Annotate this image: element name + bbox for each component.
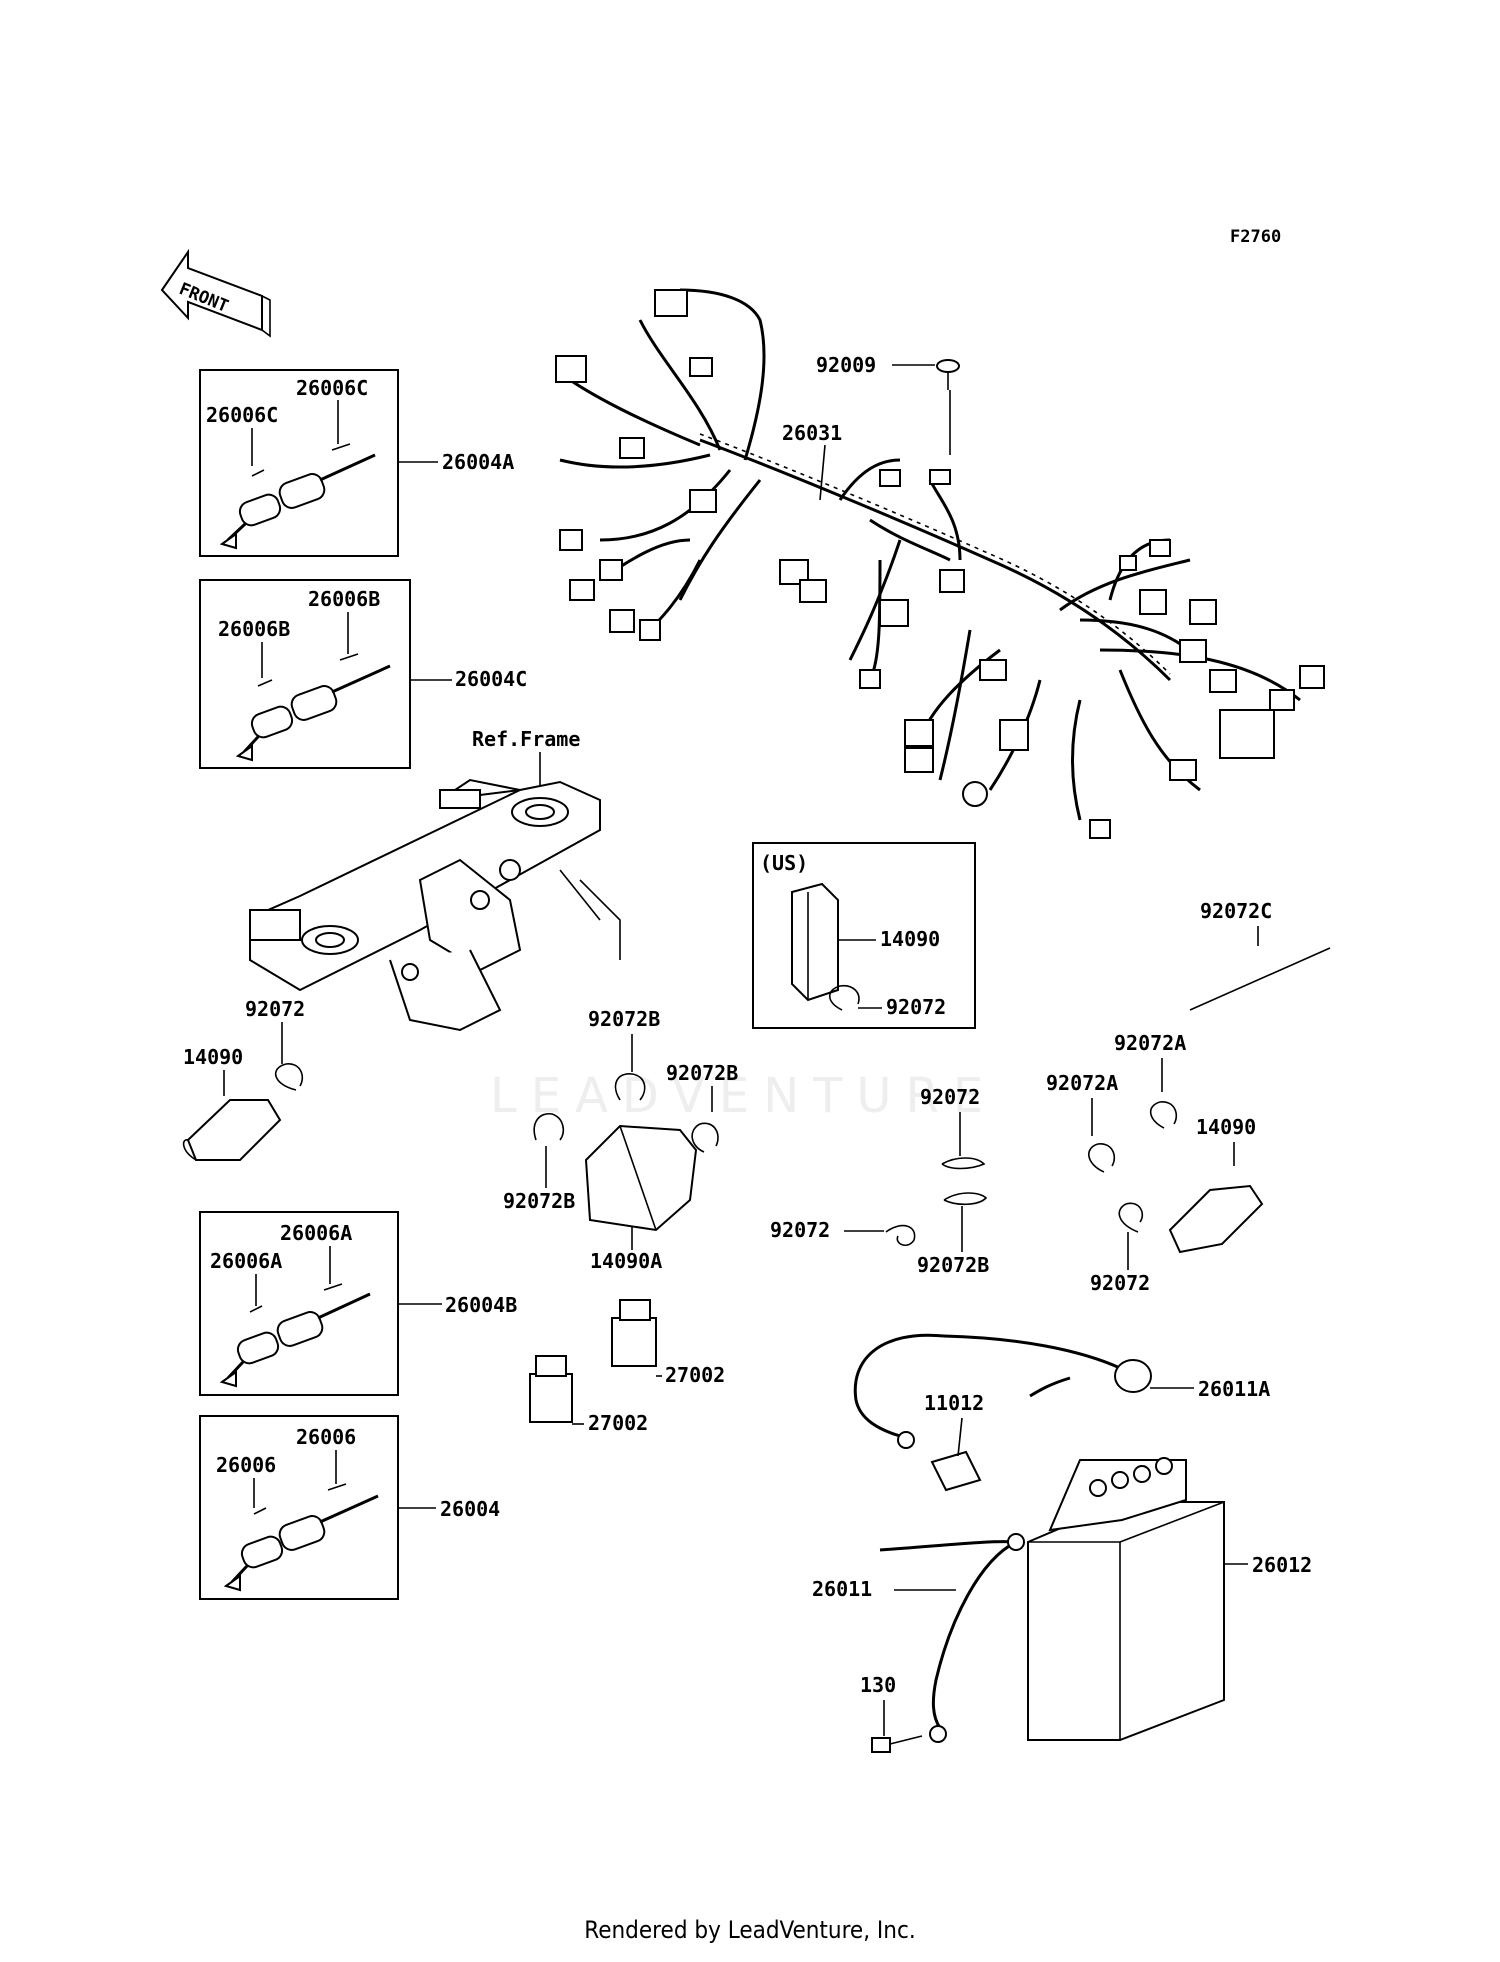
- battery-cable-26011A-icon: [853, 1333, 1152, 1449]
- label-92072B-1: 92072B: [588, 1007, 660, 1031]
- label-26006-b: 26006: [216, 1453, 276, 1477]
- bolt-130-icon: [871, 1735, 923, 1753]
- clip-92072-left-icon: [275, 1063, 304, 1091]
- front-arrow-icon: FRONT: [160, 248, 271, 338]
- label-26011A: 26011A: [1198, 1377, 1270, 1401]
- label-92009: 92009: [816, 353, 876, 377]
- cover-14090-us-icon: [791, 882, 839, 1002]
- fuse-holder-26004B-icon: [219, 1283, 371, 1388]
- frame-icon: [249, 778, 621, 1032]
- clip-92072-mid2-icon: [885, 1224, 916, 1247]
- label-92072A-1: 92072A: [1114, 1031, 1186, 1055]
- clip-92072-right-icon: [1118, 1202, 1144, 1233]
- label-26004C: 26004C: [455, 667, 527, 691]
- label-92072A-2: 92072A: [1046, 1071, 1118, 1095]
- clip-92072-us-icon: [828, 984, 860, 1011]
- label-26006B-a: 26006B: [308, 587, 380, 611]
- label-26006C-b: 26006C: [206, 403, 278, 427]
- clip-92072A-1-icon: [1149, 1101, 1178, 1129]
- label-27002-b: 27002: [588, 1411, 648, 1435]
- box-26004A: [199, 369, 399, 557]
- label-92072-mid2: 92072: [770, 1218, 830, 1242]
- label-26006-a: 26006: [296, 1425, 356, 1449]
- box-us: [752, 842, 976, 1029]
- label-26006B-b: 26006B: [218, 617, 290, 641]
- battery-26012-icon: [1027, 1457, 1225, 1741]
- main-harness: [555, 288, 1325, 839]
- box-26004C: [199, 579, 411, 769]
- label-14090-left: 14090: [183, 1045, 243, 1069]
- clip-92072B-4-icon: [943, 1192, 988, 1206]
- label-92072-left: 92072: [245, 997, 305, 1021]
- label-26006A-b: 26006A: [210, 1249, 282, 1273]
- cover-14090-left-icon: [182, 1099, 282, 1161]
- cover-14090-right-icon: [1168, 1184, 1264, 1254]
- ref-frame-label: Ref.Frame: [472, 727, 580, 751]
- label-26012: 26012: [1252, 1553, 1312, 1577]
- clip-92072B-3-icon: [533, 1113, 565, 1141]
- label-26006C-a: 26006C: [296, 376, 368, 400]
- clip-92072-mid1-icon: [941, 1157, 986, 1170]
- footer-credit: Rendered by LeadVenture, Inc.: [584, 1916, 916, 1944]
- tie-92072C-icon: [1189, 947, 1331, 1011]
- clip-92072B-2-icon: [691, 1122, 719, 1153]
- label-130: 130: [860, 1673, 896, 1697]
- fuse-holder-26004A-icon: [219, 443, 376, 550]
- us-label: (US): [760, 851, 808, 875]
- label-11012: 11012: [924, 1391, 984, 1415]
- cover-14090A-icon: [584, 1124, 698, 1232]
- label-26004A: 26004A: [442, 450, 514, 474]
- clip-92072B-1-icon: [614, 1073, 646, 1101]
- label-92072B-4: 92072B: [917, 1253, 989, 1277]
- terminal-cap-11012-icon: [930, 1450, 982, 1492]
- label-26004: 26004: [440, 1497, 500, 1521]
- label-92072B-3: 92072B: [503, 1189, 575, 1213]
- label-14090A: 14090A: [590, 1249, 662, 1273]
- screw-92009-icon: [936, 359, 960, 390]
- label-27002-a: 27002: [665, 1363, 725, 1387]
- clip-92072A-2-icon: [1088, 1143, 1116, 1173]
- label-92072-us: 92072: [886, 995, 946, 1019]
- label-92072-mid1: 92072: [920, 1085, 980, 1109]
- label-26031: 26031: [782, 421, 842, 445]
- fuse-holder-26004C-icon: [235, 653, 391, 762]
- fuse-holder-26004-icon: [223, 1483, 379, 1592]
- watermark: LEADVENTURE: [490, 1068, 998, 1124]
- label-92072C: 92072C: [1200, 899, 1272, 923]
- label-26004B: 26004B: [445, 1293, 517, 1317]
- relay-27002-a-icon: [611, 1299, 657, 1367]
- label-14090-right: 14090: [1196, 1115, 1256, 1139]
- label-14090-us: 14090: [880, 927, 940, 951]
- label-26011: 26011: [812, 1577, 872, 1601]
- diagram-code: F2760: [1230, 227, 1281, 247]
- battery-cable-26011-icon: [879, 1533, 1025, 1743]
- label-92072-right: 92072: [1090, 1271, 1150, 1295]
- label-26006A-a: 26006A: [280, 1221, 352, 1245]
- relay-27002-b-icon: [529, 1355, 573, 1423]
- label-92072B-2: 92072B: [666, 1061, 738, 1085]
